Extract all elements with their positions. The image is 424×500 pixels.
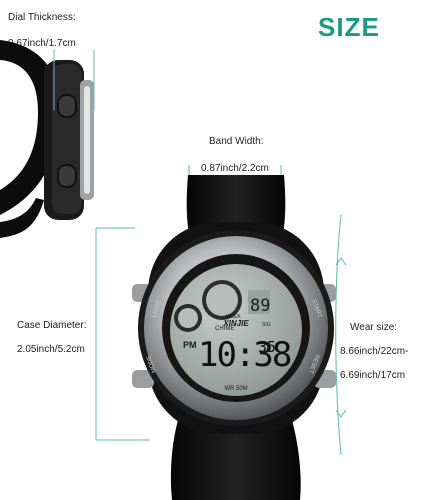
mode-button-label: MODE <box>146 354 158 373</box>
main-time: 10:38 <box>198 335 291 375</box>
band-width-value: 0.87inch/2.2cm <box>201 163 269 174</box>
mode-button <box>132 370 154 388</box>
wear-size-min-value: 6.69inch/17cm <box>340 370 406 381</box>
top-digits: 89 <box>250 296 270 316</box>
wear-size-max-value: 8.66inch/22cm- <box>340 346 409 357</box>
dial-thickness-value: 0.67inch/1.7cm <box>8 38 76 49</box>
watch-side-view <box>0 40 94 238</box>
light-button-label: LIGHT <box>151 300 163 319</box>
brand-logo: XINJIE <box>222 319 249 328</box>
case-diameter-value: 2.05inch/5.2cm <box>17 344 85 355</box>
seconds-display: 35 <box>258 338 276 356</box>
water-resistance-label: WR 50M <box>224 386 247 392</box>
size-heading: SIZE <box>318 12 380 42</box>
dial-thickness-label: Dial Thickness: <box>8 12 76 23</box>
case-diameter-label: Case Diameter: <box>17 320 87 331</box>
band-width-label: Band Width: <box>209 136 264 147</box>
lower-strap <box>170 420 301 500</box>
chime-label: CHIME <box>215 326 234 332</box>
week-label: WEEK <box>226 314 241 320</box>
wear-size-label: Wear size: <box>350 322 398 333</box>
sig-label: SIG <box>262 322 271 328</box>
am-pm-indicator: PM <box>183 340 197 350</box>
